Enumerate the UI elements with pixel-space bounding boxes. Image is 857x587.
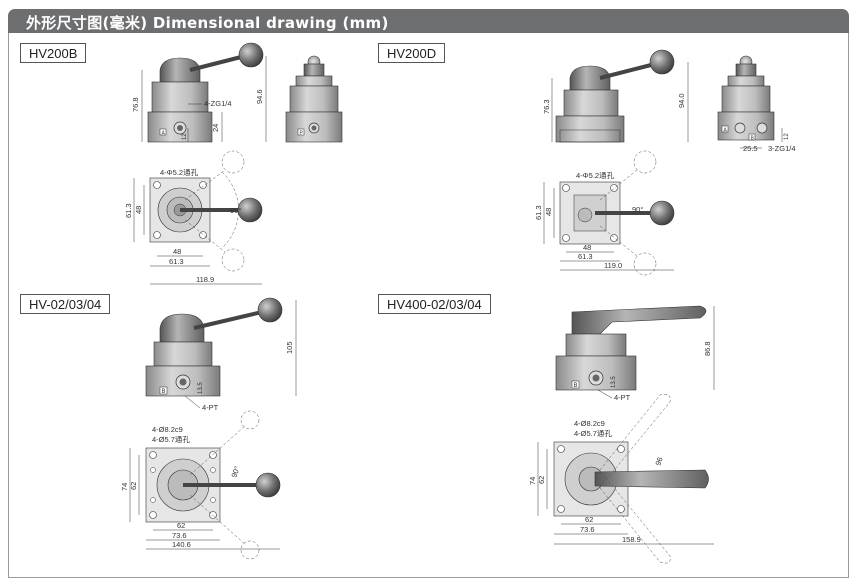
hv400-front-dimensions: 86.8 13.5 4-PT (597, 306, 715, 402)
dim-angle-hv400: 96 (653, 456, 664, 467)
port-letter-hv02: B (162, 389, 166, 395)
dim-height-total-hv400: 86.8 (703, 341, 712, 356)
dim-height-body: 76.8 (131, 97, 140, 112)
dim-hole-label-2-hv02: 4-Ø5.7通孔 (152, 434, 190, 444)
dim-hole-label: 4-Φ5.2通孔 (160, 167, 199, 177)
drawing-frame (8, 33, 849, 578)
dim-hole-label-1-hv400: 4-Ø8.2c9 (574, 419, 605, 428)
hv200b-top-view (149, 150, 263, 272)
dim-width-plate-hv400: 73.6 (580, 525, 595, 534)
dim-port-height: 24 (211, 124, 220, 132)
dim-width-total-hv02: 140.6 (172, 540, 191, 549)
dim-port-spacing: 25.5 (743, 144, 758, 153)
port-thread-label: 4-ZG1/4 (204, 99, 232, 108)
dim-height-body-d: 76.3 (542, 99, 551, 114)
hv-02-front-dimensions: 105 13.5 4-PT (184, 300, 297, 412)
hv200d-top-dimensions: 4-Φ5.2通孔 61.3 48 90° 48 61.3 119.0 (534, 170, 674, 271)
hv400-top-dimensions: 4-Ø8.2c9 4-Ø5.7通孔 74 62 96 62 73.6 158.9 (528, 419, 714, 545)
port-letter-b-d: B (751, 136, 755, 142)
dim-inner-height-hv02: 62 (129, 482, 138, 490)
dim-angle-hv02: 90° (229, 465, 241, 479)
hv200b-front-dimensions: 76.8 94.6 24 12 4-ZG1/4 (131, 56, 267, 142)
dim-plate-height-hv400: 74 (528, 477, 537, 485)
dim-width-plate: 61.3 (169, 257, 184, 266)
hv-02-top-view (145, 410, 281, 560)
model-label-hv-02-03-04: HV-02/03/04 (20, 294, 111, 314)
dim-width-plate-hv02: 73.6 (172, 531, 187, 540)
dim-port-offset-hv02: 13.5 (198, 382, 204, 394)
dim-plate-height: 61.3 (124, 203, 133, 218)
dim-height-total-hv02: 105 (285, 341, 294, 354)
dim-hole-label-2-hv400: 4-Ø5.7通孔 (574, 428, 612, 438)
dim-hole-label-d: 4-Φ5.2通孔 (576, 170, 615, 180)
dim-width-total-hv400: 158.9 (622, 535, 641, 544)
hv200d-top-view (559, 150, 675, 276)
hv200b-side-view: P (285, 55, 343, 143)
hv200d-front-view (555, 49, 675, 143)
model-label-hv400-02-03-04: HV400-02/03/04 (378, 294, 491, 314)
dim-angle-d: 90° (632, 205, 643, 214)
hv200b-front-view: A (147, 42, 264, 143)
model-label-hv200b: HV200B (20, 43, 87, 63)
dim-port-offset-d: 12 (784, 133, 790, 140)
dim-port-thread-hv02: 4-PT (202, 403, 219, 412)
dim-width-inner-d: 48 (583, 243, 591, 252)
port-letter-p: P (300, 131, 304, 137)
dim-width-total: 118.9 (196, 275, 214, 284)
hv200d-front-dimensions: 76.3 94.0 (542, 62, 689, 142)
dim-inner-height-d: 48 (544, 208, 553, 216)
port-letter-a: A (162, 131, 166, 137)
model-label-hv200d: HV200D (378, 43, 446, 63)
port-letter-a-d: A (724, 128, 728, 134)
dim-hole-label-1-hv02: 4-Ø8.2c9 (152, 425, 183, 434)
dim-inner-height-hv400: 62 (537, 476, 546, 484)
dim-width-total-d: 119.0 (604, 261, 622, 270)
hv200d-side-view: A B (717, 55, 775, 142)
dim-plate-height-d: 61.3 (534, 205, 543, 220)
section-title: 外形尺寸图(毫米) Dimensional drawing (mm) (26, 14, 389, 32)
hv400-front-view: B (555, 305, 707, 391)
port-letter-hv400: B (574, 383, 578, 389)
dim-width-inner-hv400: 62 (585, 515, 593, 524)
dim-width-inner-hv02: 62 (177, 521, 185, 530)
dim-port-thread-hv400: 4-PT (614, 393, 631, 402)
hv200b-top-dimensions: 4-Φ5.2通孔 61.3 48 90° 48 61.3 118.9 (124, 167, 262, 285)
dim-height-total: 94.6 (255, 89, 264, 104)
dim-port-offset-hv400: 13.5 (611, 376, 617, 388)
hv400-top-view (553, 394, 709, 564)
dim-height-total-d: 94.0 (677, 93, 686, 108)
section-header: 外形尺寸图(毫米) Dimensional drawing (mm) (8, 9, 849, 33)
dim-angle: 90° (230, 206, 241, 215)
dim-port-thread-d: 3-ZG1/4 (768, 144, 796, 153)
dim-width-inner: 48 (173, 247, 181, 256)
dim-port-offset: 12 (182, 133, 188, 140)
dim-width-plate-d: 61.3 (578, 252, 593, 261)
dim-plate-height-hv02: 74 (120, 483, 129, 491)
hv200d-side-dimensions: 25.5 12 3-ZG1/4 (740, 128, 796, 153)
hv-02-top-dimensions: 4-Ø8.2c9 4-Ø5.7通孔 74 62 90° 62 73.6 140.… (120, 425, 280, 550)
dim-inner-height: 48 (134, 206, 143, 214)
hv-02-front-view: B (145, 297, 283, 397)
